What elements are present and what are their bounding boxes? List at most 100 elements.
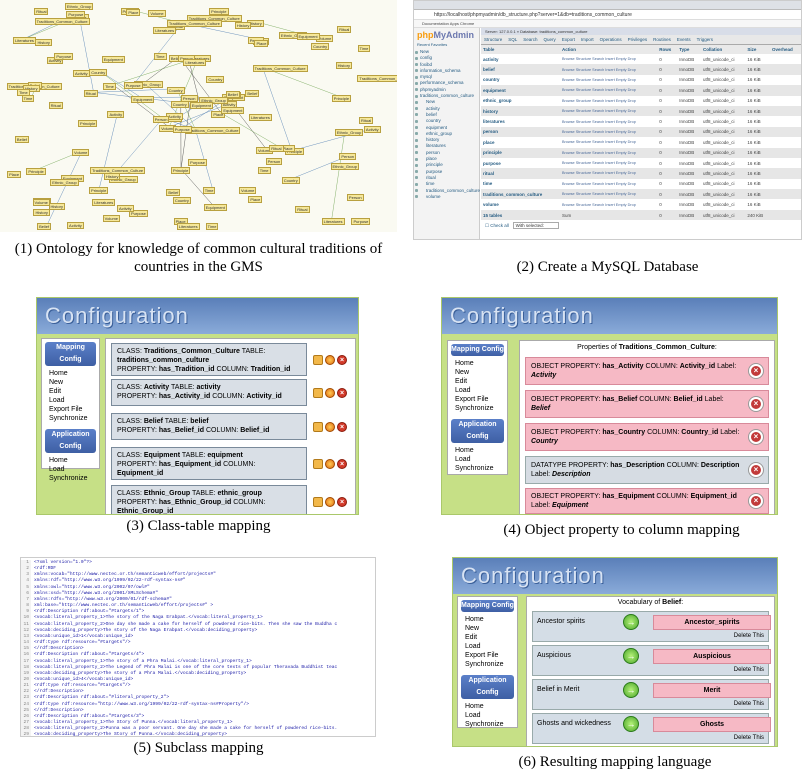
table-actions[interactable]: Browse Structure Search Insert Empty Dro…	[560, 147, 658, 158]
table-name-link[interactable]: volume	[481, 199, 560, 210]
table-name-link[interactable]: equipment	[481, 85, 560, 96]
browser-address-bar[interactable]: https://localhost/phpmyadmin/db_structur…	[414, 10, 801, 20]
pma-col-header[interactable]: Table	[481, 45, 560, 54]
pma-tab[interactable]: Export	[561, 37, 575, 42]
menu-item-synchronize[interactable]: Synchronize	[455, 465, 494, 472]
menu-item-synchronize[interactable]: Synchronize	[465, 661, 504, 668]
pma-tree-item[interactable]: mysql	[414, 74, 479, 80]
pma-tree-item[interactable]: history	[414, 137, 479, 143]
delete-this-link[interactable]: Delete This	[733, 633, 764, 639]
table-actions[interactable]: Browse Structure Search Insert Empty Dro…	[560, 137, 658, 148]
menu-item-home[interactable]: Home	[49, 457, 68, 464]
pma-col-header[interactable]: Action	[560, 45, 658, 54]
pma-tab[interactable]: Routines	[653, 37, 671, 42]
table-name-link[interactable]: principle	[481, 147, 560, 158]
table-actions[interactable]: Browse Structure Search Insert Empty Dro…	[560, 85, 658, 96]
pma-col-header[interactable]: Size	[745, 45, 771, 54]
delete-this-link[interactable]: Delete This	[733, 735, 764, 741]
pma-tab[interactable]: Operations	[599, 37, 622, 42]
table-actions[interactable]: Browse Structure Search Insert Empty Dro…	[560, 126, 658, 138]
synchronize-icon[interactable]	[325, 387, 335, 398]
pma-tree-item[interactable]: equipment	[414, 125, 479, 131]
delete-icon[interactable]: ×	[337, 354, 347, 365]
table-actions[interactable]: Browse Structure Search Insert Empty Dro…	[560, 116, 658, 127]
menu-item-edit[interactable]: Edit	[455, 378, 468, 385]
edit-icon[interactable]	[313, 354, 323, 365]
table-actions[interactable]: Browse Structure Search Insert Empty Dro…	[560, 95, 658, 106]
delete-icon[interactable]: ×	[337, 387, 347, 398]
table-name-link[interactable]: place	[481, 137, 560, 148]
pma-tab[interactable]: Structure	[484, 37, 503, 42]
menu-item-synchronize[interactable]: Synchronize	[49, 415, 88, 422]
synchronize-icon[interactable]	[325, 458, 335, 469]
with-selected-select[interactable]: With selected:	[512, 222, 559, 230]
table-actions[interactable]: Browse Structure Search Insert Empty Dro…	[560, 64, 658, 75]
delete-icon[interactable]: ×	[749, 364, 763, 378]
table-name-link[interactable]: country	[481, 74, 560, 86]
menu-item-export-file[interactable]: Export File	[49, 406, 83, 413]
pma-recent-favorites[interactable]: Recent Favorites	[417, 42, 448, 47]
menu-item-load[interactable]: Load	[465, 643, 481, 650]
menu-item-synchronize[interactable]: Synchronize	[49, 475, 88, 482]
pma-col-header[interactable]: Collation	[700, 45, 746, 54]
pma-tab[interactable]: Import	[580, 37, 594, 42]
table-name-link[interactable]: literatures	[481, 116, 560, 127]
table-actions[interactable]: Browse Structure Search Insert Empty Dro…	[560, 74, 658, 86]
delete-icon[interactable]: ×	[337, 421, 347, 432]
table-name-link[interactable]: ethnic_group	[481, 95, 560, 106]
delete-icon[interactable]: ×	[337, 458, 347, 469]
pma-tab[interactable]: Search	[523, 37, 538, 42]
table-name-link[interactable]: person	[481, 126, 560, 138]
table-actions[interactable]: Browse Structure Search Insert Empty Dro…	[560, 54, 658, 65]
table-actions[interactable]: Browse Structure Search Insert Empty Dro…	[560, 168, 658, 179]
menu-item-export-file[interactable]: Export File	[455, 396, 489, 403]
pma-tree-item[interactable]: volume	[414, 194, 479, 200]
menu-item-new[interactable]: New	[455, 369, 470, 376]
delete-icon[interactable]: ×	[749, 430, 763, 444]
pma-tree-item[interactable]: person	[414, 150, 479, 156]
menu-item-load[interactable]: Load	[49, 397, 65, 404]
menu-item-export-file[interactable]: Export File	[465, 652, 499, 659]
menu-item-home[interactable]: Home	[455, 447, 474, 454]
synchronize-icon[interactable]	[325, 354, 335, 365]
delete-icon[interactable]: ×	[749, 463, 763, 477]
pma-tree-item[interactable]: time	[414, 181, 479, 187]
pma-tree-item[interactable]: literatures	[414, 143, 479, 149]
pma-tree-item[interactable]: New	[414, 99, 479, 105]
menu-item-home[interactable]: Home	[465, 703, 484, 710]
table-name-link[interactable]: history	[481, 105, 560, 117]
pma-tree-item[interactable]: principle	[414, 162, 479, 168]
pma-tree-item[interactable]: ethnic_group	[414, 131, 479, 137]
pma-tree-item[interactable]: information_schema	[414, 68, 479, 74]
table-actions[interactable]: Browse Structure Search Insert Empty Dro…	[560, 178, 658, 190]
pma-col-header[interactable]: Rows	[657, 45, 678, 54]
pma-col-header[interactable]: Type	[677, 45, 701, 54]
pma-tab[interactable]: Triggers	[696, 37, 713, 42]
pma-tree-item[interactable]: config	[414, 55, 479, 61]
menu-item-new[interactable]: New	[49, 379, 64, 386]
edit-icon[interactable]	[313, 458, 323, 469]
delete-this-link[interactable]: Delete This	[733, 701, 764, 707]
pma-col-header[interactable]: Overhead	[770, 45, 801, 54]
pma-tree-item[interactable]: traditions_common_culture	[414, 188, 480, 194]
menu-item-home[interactable]: Home	[49, 370, 68, 377]
delete-this-link[interactable]: Delete This	[733, 667, 764, 673]
table-actions[interactable]: Browse Structure Search Insert Empty Dro…	[560, 189, 658, 200]
menu-item-edit[interactable]: Edit	[49, 388, 62, 395]
menu-item-synchronize[interactable]: Synchronize	[465, 721, 504, 728]
menu-item-home[interactable]: Home	[455, 360, 474, 367]
table-name-link[interactable]: traditions_common_culture	[481, 189, 560, 200]
pma-tree-item[interactable]: purpose	[414, 169, 479, 175]
table-name-link[interactable]: ritual	[481, 168, 560, 179]
pma-tree-item[interactable]: performance_schema	[414, 80, 479, 86]
synchronize-icon[interactable]	[325, 496, 335, 507]
edit-icon[interactable]	[313, 387, 323, 398]
pma-tree-item[interactable]: phpmyadmin	[414, 87, 479, 93]
pma-tab[interactable]: Query	[543, 37, 556, 42]
table-actions[interactable]: Browse Structure Search Insert Empty Dro…	[560, 199, 658, 210]
pma-tree-item[interactable]: place	[414, 156, 479, 162]
menu-item-home[interactable]: Home	[465, 616, 484, 623]
table-name-link[interactable]: purpose	[481, 157, 560, 169]
menu-item-load[interactable]: Load	[455, 387, 471, 394]
pma-tree-item[interactable]: activity	[414, 106, 479, 112]
